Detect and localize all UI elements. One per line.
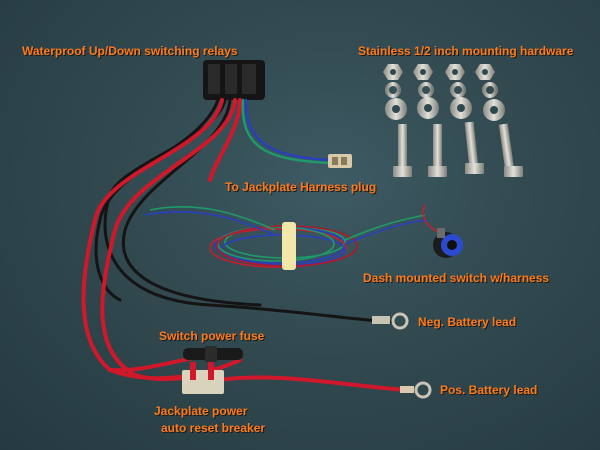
relays-label: Waterproof Up/Down switching relays: [22, 44, 238, 58]
black-wires: [94, 98, 392, 324]
switch-fuse-label: Switch power fuse: [159, 329, 265, 343]
hardware-nuts: [383, 64, 495, 80]
neg-battery-lead-label: Neg. Battery lead: [418, 315, 517, 329]
pos-battery-lead-label: Pos. Battery lead: [440, 383, 538, 397]
pos-ring-terminal: [400, 381, 432, 399]
neg-ring-terminal: [372, 312, 409, 330]
relay-block: [203, 60, 265, 100]
fuse-holder: [183, 346, 243, 362]
harness-to-plug: [241, 98, 332, 165]
coiled-harness: [144, 204, 439, 268]
harness-plug: [328, 154, 352, 168]
cable-tie-band: [282, 222, 296, 270]
hardware-label: Stainless 1/2 inch mounting hardware: [358, 44, 574, 58]
breaker-label-line2: auto reset breaker: [161, 421, 266, 435]
dash-switch-label: Dash mounted switch w/harness: [363, 271, 550, 285]
breaker-label-line1: Jackplate power: [154, 404, 248, 418]
breaker: [182, 362, 224, 394]
hardware-bolts: [393, 121, 523, 177]
red-wires: [81, 98, 407, 392]
hardware-lock-washers: [385, 82, 498, 98]
dash-switch: [433, 228, 463, 258]
hardware-flat-washers: [385, 97, 505, 121]
harness-plug-label: To Jackplate Harness plug: [225, 180, 377, 194]
